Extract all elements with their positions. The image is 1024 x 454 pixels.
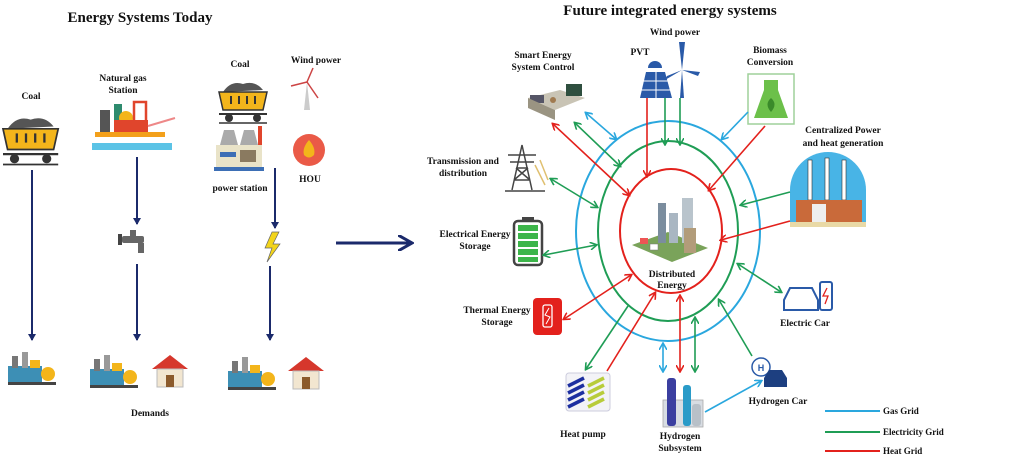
transmission-label-1: Transmission and xyxy=(427,157,500,167)
demand-factory-icon xyxy=(90,355,138,388)
control-room-icon xyxy=(528,84,585,120)
gas-platform-icon xyxy=(92,100,176,150)
gas-grid-ring xyxy=(575,120,761,342)
heat-pump-label: Heat pump xyxy=(560,430,606,440)
thermal-storage-icon xyxy=(533,298,562,335)
biomass-label-1: Biomass xyxy=(753,46,787,56)
legend-electricity-label: Electricity Grid xyxy=(883,427,944,437)
biomass-flask-icon xyxy=(747,73,795,125)
heat-grid-ring xyxy=(619,168,723,294)
centralized-label-1: Centralized Power xyxy=(805,126,881,136)
natural-gas-label-2: Station xyxy=(108,86,138,96)
hou-fire-icon xyxy=(293,134,325,166)
heat-arrow xyxy=(564,275,631,319)
gas-arrow xyxy=(586,113,616,139)
heat-arrow xyxy=(709,125,766,190)
transmission-label-2: distribution xyxy=(439,169,488,179)
power-station-icon xyxy=(214,126,264,171)
wind-power-label: Wind power xyxy=(291,56,342,66)
hydrogen-tank-icon xyxy=(662,378,704,428)
hydrogen-car-label: Hydrogen Car xyxy=(749,397,808,407)
electricity-arrow xyxy=(586,305,629,369)
electricity-arrow xyxy=(719,300,753,357)
gas-arrow xyxy=(722,111,749,139)
wind-turbine-icon xyxy=(290,67,319,110)
battery-icon xyxy=(512,217,544,267)
wind-turbine-icon xyxy=(665,42,700,98)
electricity-arrow xyxy=(544,245,596,255)
transmission-tower-icon xyxy=(505,144,549,192)
gas-tap-icon xyxy=(118,230,144,253)
hydrogen-car-icon: H xyxy=(751,357,787,387)
coal-label-2: Coal xyxy=(231,60,250,70)
electrical-storage-label-2: Storage xyxy=(459,242,490,252)
distributed-energy-city-icon xyxy=(632,198,708,262)
energy-systems-today: Energy Systems Today Coal Natural gas St… xyxy=(1,10,342,419)
electricity-arrow xyxy=(551,179,597,207)
coal-label-1: Coal xyxy=(22,92,41,102)
left-title: Energy Systems Today xyxy=(67,10,213,26)
electric-car-label: Electric Car xyxy=(780,319,831,329)
hou-label: HOU xyxy=(299,175,321,185)
right-title: Future integrated energy systems xyxy=(563,3,777,19)
demand-house-icon xyxy=(287,356,325,390)
centralized-label-2: and heat generation xyxy=(803,139,884,149)
gas-arrow xyxy=(704,381,761,413)
legend-gas-label: Gas Grid xyxy=(883,406,919,416)
smart-control-label-1: Smart Energy xyxy=(514,51,572,61)
electricity-bolt-icon xyxy=(264,231,281,263)
demand-factory-icon xyxy=(8,352,56,385)
biomass-label-2: Conversion xyxy=(747,58,794,68)
distributed-label-1: Distributed xyxy=(649,270,696,280)
future-energy-systems: Future integrated energy systems Distrib… xyxy=(427,3,944,454)
smart-control-label-2: System Control xyxy=(512,63,575,73)
electric-car-icon xyxy=(783,281,833,311)
coal-cart-icon xyxy=(1,117,60,166)
heat-arrow xyxy=(721,220,791,240)
demand-factory-icon xyxy=(228,357,276,390)
distributed-label-2: Energy xyxy=(657,281,687,291)
legend-heat-label: Heat Grid xyxy=(883,446,922,454)
pvt-label: PVT xyxy=(631,48,651,58)
heat-arrow xyxy=(553,124,629,195)
thermal-storage-label-1: Thermal Energy xyxy=(463,306,531,316)
thermal-storage-label-2: Storage xyxy=(481,318,512,328)
h2-glyph: H xyxy=(758,363,765,373)
legend: Gas Grid Electricity Grid Heat Grid xyxy=(825,406,944,454)
heat-pump-icon xyxy=(565,372,611,412)
coal-cart-icon xyxy=(218,81,268,124)
power-plant-icon xyxy=(790,152,866,227)
hydrogen-subsystem-label-2: Subsystem xyxy=(658,444,701,454)
solar-panel-icon xyxy=(640,61,672,98)
natural-gas-label-1: Natural gas xyxy=(99,74,147,84)
electricity-arrow xyxy=(738,264,781,292)
demand-house-icon xyxy=(151,354,189,388)
hydrogen-subsystem-label-1: Hydrogen xyxy=(660,432,701,442)
demands-label: Demands xyxy=(131,409,169,419)
heat-arrow xyxy=(606,293,655,372)
electricity-arrow xyxy=(741,191,791,205)
power-station-label: power station xyxy=(213,184,269,194)
wind-power-label-right: Wind power xyxy=(650,28,701,38)
electrical-storage-label-1: Electrical Energy xyxy=(440,230,511,240)
